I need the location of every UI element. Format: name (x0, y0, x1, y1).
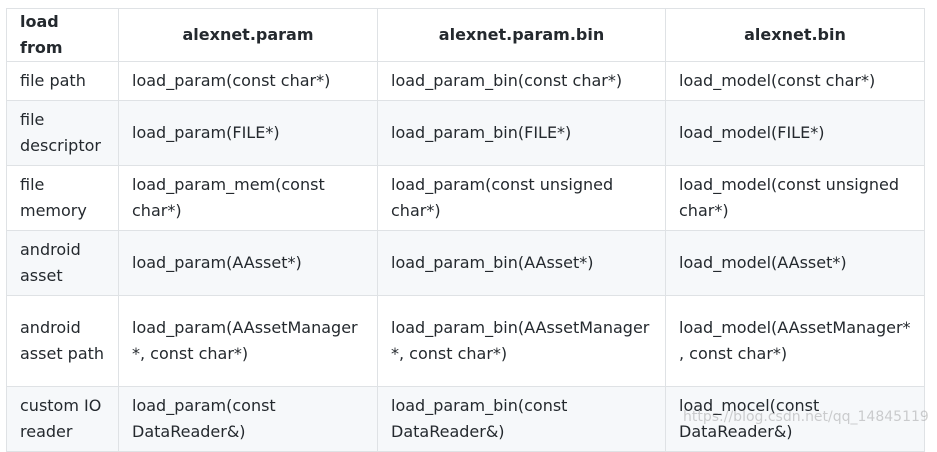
bin-cell: load_mocel(const DataReader&) (665, 386, 925, 452)
header-alexnet-param: alexnet.param (118, 8, 378, 62)
source-cell: custom IO reader (6, 386, 119, 452)
param-cell: load_param(const DataReader&) (118, 386, 378, 452)
header-alexnet-param-bin: alexnet.param.bin (377, 8, 666, 62)
loader-api-table: load from alexnet.param alexnet.param.bi… (6, 8, 925, 452)
param-cell: load_param(FILE*) (118, 100, 378, 166)
param-bin-cell: load_param_bin(AAssetManager*, const cha… (377, 295, 666, 387)
table-header-row: load from alexnet.param alexnet.param.bi… (6, 8, 925, 62)
param-bin-cell: load_param_bin(const DataReader&) (377, 386, 666, 452)
param-bin-cell: load_param_bin(FILE*) (377, 100, 666, 166)
bin-cell: load_model(FILE*) (665, 100, 925, 166)
table-row: android asset path load_param(AAssetMana… (6, 295, 925, 387)
source-cell: android asset (6, 230, 119, 296)
param-bin-cell: load_param(const unsigned char*) (377, 165, 666, 231)
source-cell: android asset path (6, 295, 119, 387)
param-cell: load_param(AAsset*) (118, 230, 378, 296)
header-load-from: load from (6, 8, 119, 62)
param-bin-cell: load_param_bin(AAsset*) (377, 230, 666, 296)
source-cell: file path (6, 61, 119, 101)
param-cell: load_param_mem(const char*) (118, 165, 378, 231)
table-row: file descriptor load_param(FILE*) load_p… (6, 100, 925, 166)
table-row: android asset load_param(AAsset*) load_p… (6, 230, 925, 296)
bin-cell: load_model(const unsigned char*) (665, 165, 925, 231)
source-cell: file memory (6, 165, 119, 231)
param-cell: load_param(AAssetManager*, const char*) (118, 295, 378, 387)
table-row: custom IO reader load_param(const DataRe… (6, 386, 925, 452)
bin-cell: load_model(const char*) (665, 61, 925, 101)
param-cell: load_param(const char*) (118, 61, 378, 101)
header-alexnet-bin: alexnet.bin (665, 8, 925, 62)
table-row: file path load_param(const char*) load_p… (6, 61, 925, 101)
source-cell: file descriptor (6, 100, 119, 166)
param-bin-cell: load_param_bin(const char*) (377, 61, 666, 101)
table-row: file memory load_param_mem(const char*) … (6, 165, 925, 231)
bin-cell: load_model(AAsset*) (665, 230, 925, 296)
bin-cell: load_model(AAssetManager*, const char*) (665, 295, 925, 387)
